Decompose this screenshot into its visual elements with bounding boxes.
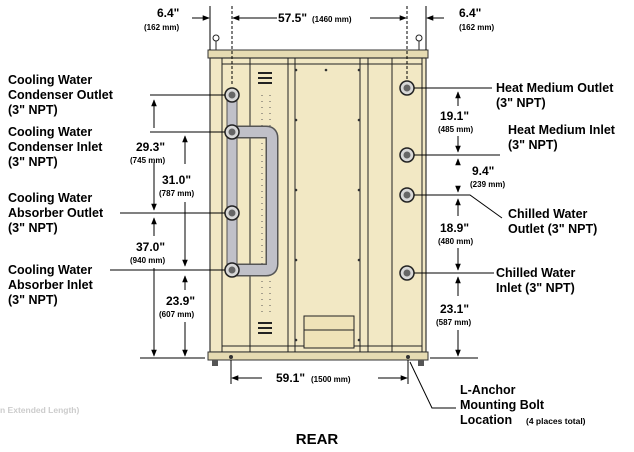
label-chilled-water-outlet: Chilled Water Outlet (3" NPT) [508,207,597,236]
right-dim-4-in: 23.1" [440,302,469,316]
right-dim-2-in: 9.4" [472,164,494,178]
lifting-lug-left [212,34,220,50]
view-title: REAR [296,431,339,448]
foot-left [212,360,218,366]
right-dim-1-in: 19.1" [440,109,469,123]
nozzle-chilled-water-outlet [399,187,415,203]
anchor-callout: L-Anchor Mounting Bolt Location (4 place… [409,361,586,427]
access-panel [303,315,355,349]
lifting-lug-right [415,34,423,50]
nozzle-heat-medium-inlet [399,147,415,163]
nozzle-condenser-inlet [224,124,240,140]
nozzle-absorber-inlet [224,262,240,278]
left-dim-2-mm: (787 mm) [159,189,194,198]
left-dim-4-in: 23.9" [166,294,195,308]
top-center-dim-mm: (1460 mm) [312,15,352,24]
label-chilled-water-inlet: Chilled Water Inlet (3" NPT) [496,266,579,295]
right-dim-2-mm: (239 mm) [470,180,505,189]
left-dim-1-in: 29.3" [136,140,165,154]
faded-partial-text: n Extended Length) [0,405,80,415]
nozzle-absorber-outlet [224,205,240,221]
left-callouts: Cooling Water Condenser Outlet (3" NPT) … [8,73,225,307]
panel-dividers [221,58,423,352]
bottom-dimension: 59.1" (1500 mm) [230,360,409,385]
nozzle-heat-medium-outlet [399,80,415,96]
right-dim-3-in: 18.9" [440,221,469,235]
top-right-dim-mm: (162 mm) [459,23,494,32]
top-dimensions: 6.4" (162 mm) 57.5" (1460 mm) 6.4" (162 … [144,6,494,86]
cabinet-rear-panel [209,57,427,353]
top-left-dim-in: 6.4" [157,6,179,20]
right-dimensions: 19.1" (485 mm) 9.4" (239 mm) 18.9" (480 … [430,91,505,359]
nozzle-chilled-water-inlet [399,265,415,281]
label-absorber-inlet: Cooling Water Absorber Inlet (3" NPT) [8,263,96,307]
left-dim-3-in: 37.0" [136,240,165,254]
label-condenser-outlet: Cooling Water Condenser Outlet (3" NPT) [8,73,116,117]
unit-body [207,34,429,366]
anchor-hole-right [406,355,410,359]
label-heat-medium-outlet: Heat Medium Outlet (3" NPT) [496,81,617,110]
left-dim-4-mm: (607 mm) [159,310,194,319]
label-absorber-outlet: Cooling Water Absorber Outlet (3" NPT) [8,191,107,235]
label-anchor-note: (4 places total) [526,416,586,426]
label-condenser-inlet: Cooling Water Condenser Inlet (3" NPT) [8,125,106,169]
label-l-anchor: L-Anchor Mounting Bolt Location [460,383,547,427]
left-dim-3-mm: (940 mm) [130,256,165,265]
right-dim-4-mm: (587 mm) [436,318,471,327]
left-dim-2-in: 31.0" [162,173,191,187]
label-heat-medium-inlet: Heat Medium Inlet (3" NPT) [508,123,618,152]
top-left-dim-mm: (162 mm) [144,23,179,32]
nozzle-condenser-outlet [224,87,240,103]
right-callouts: Heat Medium Outlet (3" NPT) Heat Medium … [414,81,618,295]
bottom-dim-in: 59.1" [276,371,305,385]
lower-vent [258,322,272,334]
right-dim-3-mm: (480 mm) [438,237,473,246]
left-dim-1-mm: (745 mm) [130,156,165,165]
upper-vent [258,72,272,84]
left-dimensions: 29.3" (745 mm) 31.0" (787 mm) 37.0" (940… [130,99,205,359]
right-dim-1-mm: (485 mm) [438,125,473,134]
bottom-dim-mm: (1500 mm) [311,375,351,384]
screws [294,68,361,342]
foot-right [418,360,424,366]
top-center-dim-in: 57.5" [278,11,307,25]
anchor-hole-left [229,355,233,359]
top-right-dim-in: 6.4" [459,6,481,20]
